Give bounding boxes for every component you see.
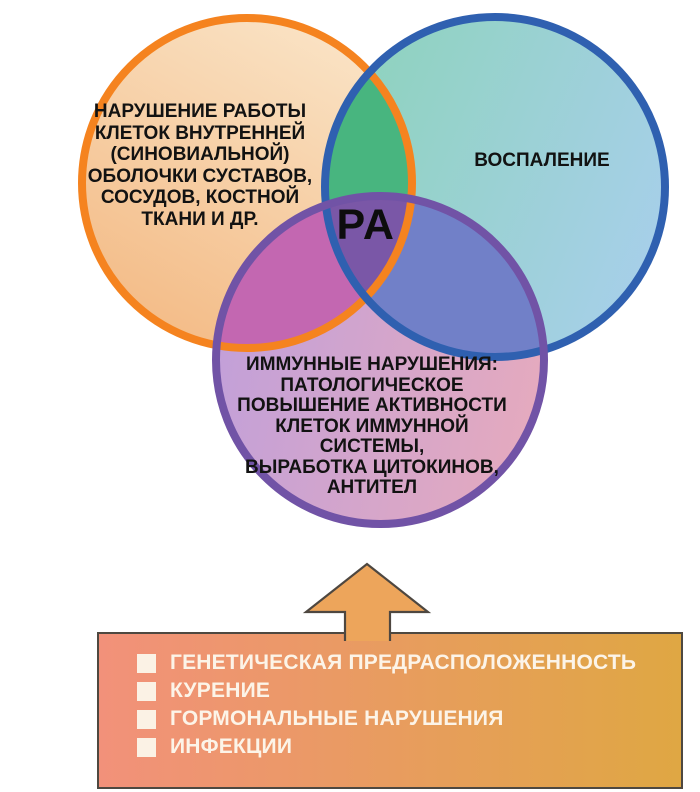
circle-inflammation-label: ВОСПАЛЕНИЕ	[474, 150, 610, 171]
risk-factor-label: ИНФЕКЦИИ	[170, 735, 293, 758]
risk-factor-label: КУРЕНИЕ	[170, 679, 271, 702]
circle-immune-label: ИММУННЫЕ НАРУШЕНИЯ: ПАТОЛОГИЧЕСКОЕ ПОВЫШ…	[237, 354, 507, 498]
bullet-square-icon	[137, 653, 156, 673]
risk-factor-label: ГЕНЕТИЧЕСКАЯ ПРЕДРАСПОЛОЖЕННОСТЬ	[170, 651, 637, 674]
center-ra-label: РА	[336, 201, 396, 249]
bullet-square-icon	[137, 737, 156, 757]
list-item: ИНФЕКЦИИ	[137, 733, 673, 761]
list-item: ГОРМОНАЛЬНЫЕ НАРУШЕНИЯ	[137, 705, 673, 733]
up-arrow	[302, 562, 432, 641]
list-item: КУРЕНИЕ	[137, 677, 673, 705]
bullet-square-icon	[137, 681, 156, 701]
venn-circle-inflammation-border	[321, 13, 669, 361]
venn-circle-inflammation-fill	[325, 17, 665, 357]
risk-factors-box: ГЕНЕТИЧЕСКАЯ ПРЕДРАСПОЛОЖЕННОСТЬ КУРЕНИЕ…	[97, 632, 683, 789]
bullet-square-icon	[137, 709, 156, 729]
overlap-synovial-inflammation	[325, 18, 412, 348]
risk-factor-label: ГОРМОНАЛЬНЫЕ НАРУШЕНИЯ	[170, 707, 504, 730]
list-item: ГЕНЕТИЧЕСКАЯ ПРЕДРАСПОЛОЖЕННОСТЬ	[137, 649, 673, 677]
